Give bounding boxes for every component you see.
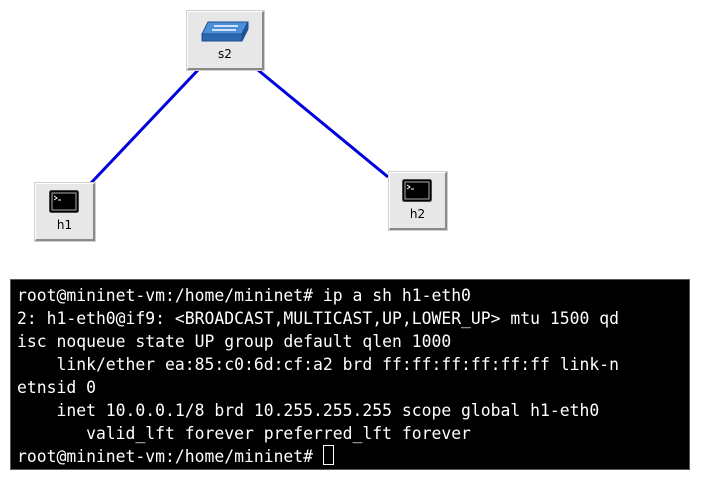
terminal-line: 2: h1-eth0@if9: <BROADCAST,MULTICAST,UP,… xyxy=(17,309,619,328)
terminal-line: link/ether ea:85:c0:6d:cf:a2 brd ff:ff:f… xyxy=(17,355,619,374)
terminal-prompt: root@mininet-vm:/home/mininet# xyxy=(17,447,314,466)
terminal-line: etnsid 0 xyxy=(17,378,96,397)
link-layer xyxy=(89,68,389,185)
host-terminal-icon xyxy=(49,190,79,218)
node-label: s2 xyxy=(218,47,232,61)
terminal-line: root@mininet-vm:/home/mininet# ip a sh h… xyxy=(17,286,471,305)
node-label: h1 xyxy=(56,218,73,232)
terminal-cursor[interactable] xyxy=(323,445,335,465)
terminal-line: isc noqueue state UP group default qlen … xyxy=(17,332,452,351)
link-s2-h1[interactable] xyxy=(89,68,200,185)
switch-icon xyxy=(200,19,250,49)
terminal-line: inet 10.0.0.1/8 brd 10.255.255.255 scope… xyxy=(17,401,600,420)
node-s2[interactable]: s2 xyxy=(187,11,264,70)
node-label: h2 xyxy=(409,207,426,221)
terminal-prompt-line[interactable]: root@mininet-vm:/home/mininet# xyxy=(17,445,683,468)
node-h1[interactable]: h1 xyxy=(35,183,95,241)
host-terminal-icon xyxy=(402,179,432,207)
terminal-window[interactable]: root@mininet-vm:/home/mininet# ip a sh h… xyxy=(10,279,690,470)
node-h2[interactable]: h2 xyxy=(389,172,447,230)
terminal-line: valid_lft forever preferred_lft forever xyxy=(17,424,471,443)
link-s2-h2[interactable] xyxy=(257,68,389,179)
